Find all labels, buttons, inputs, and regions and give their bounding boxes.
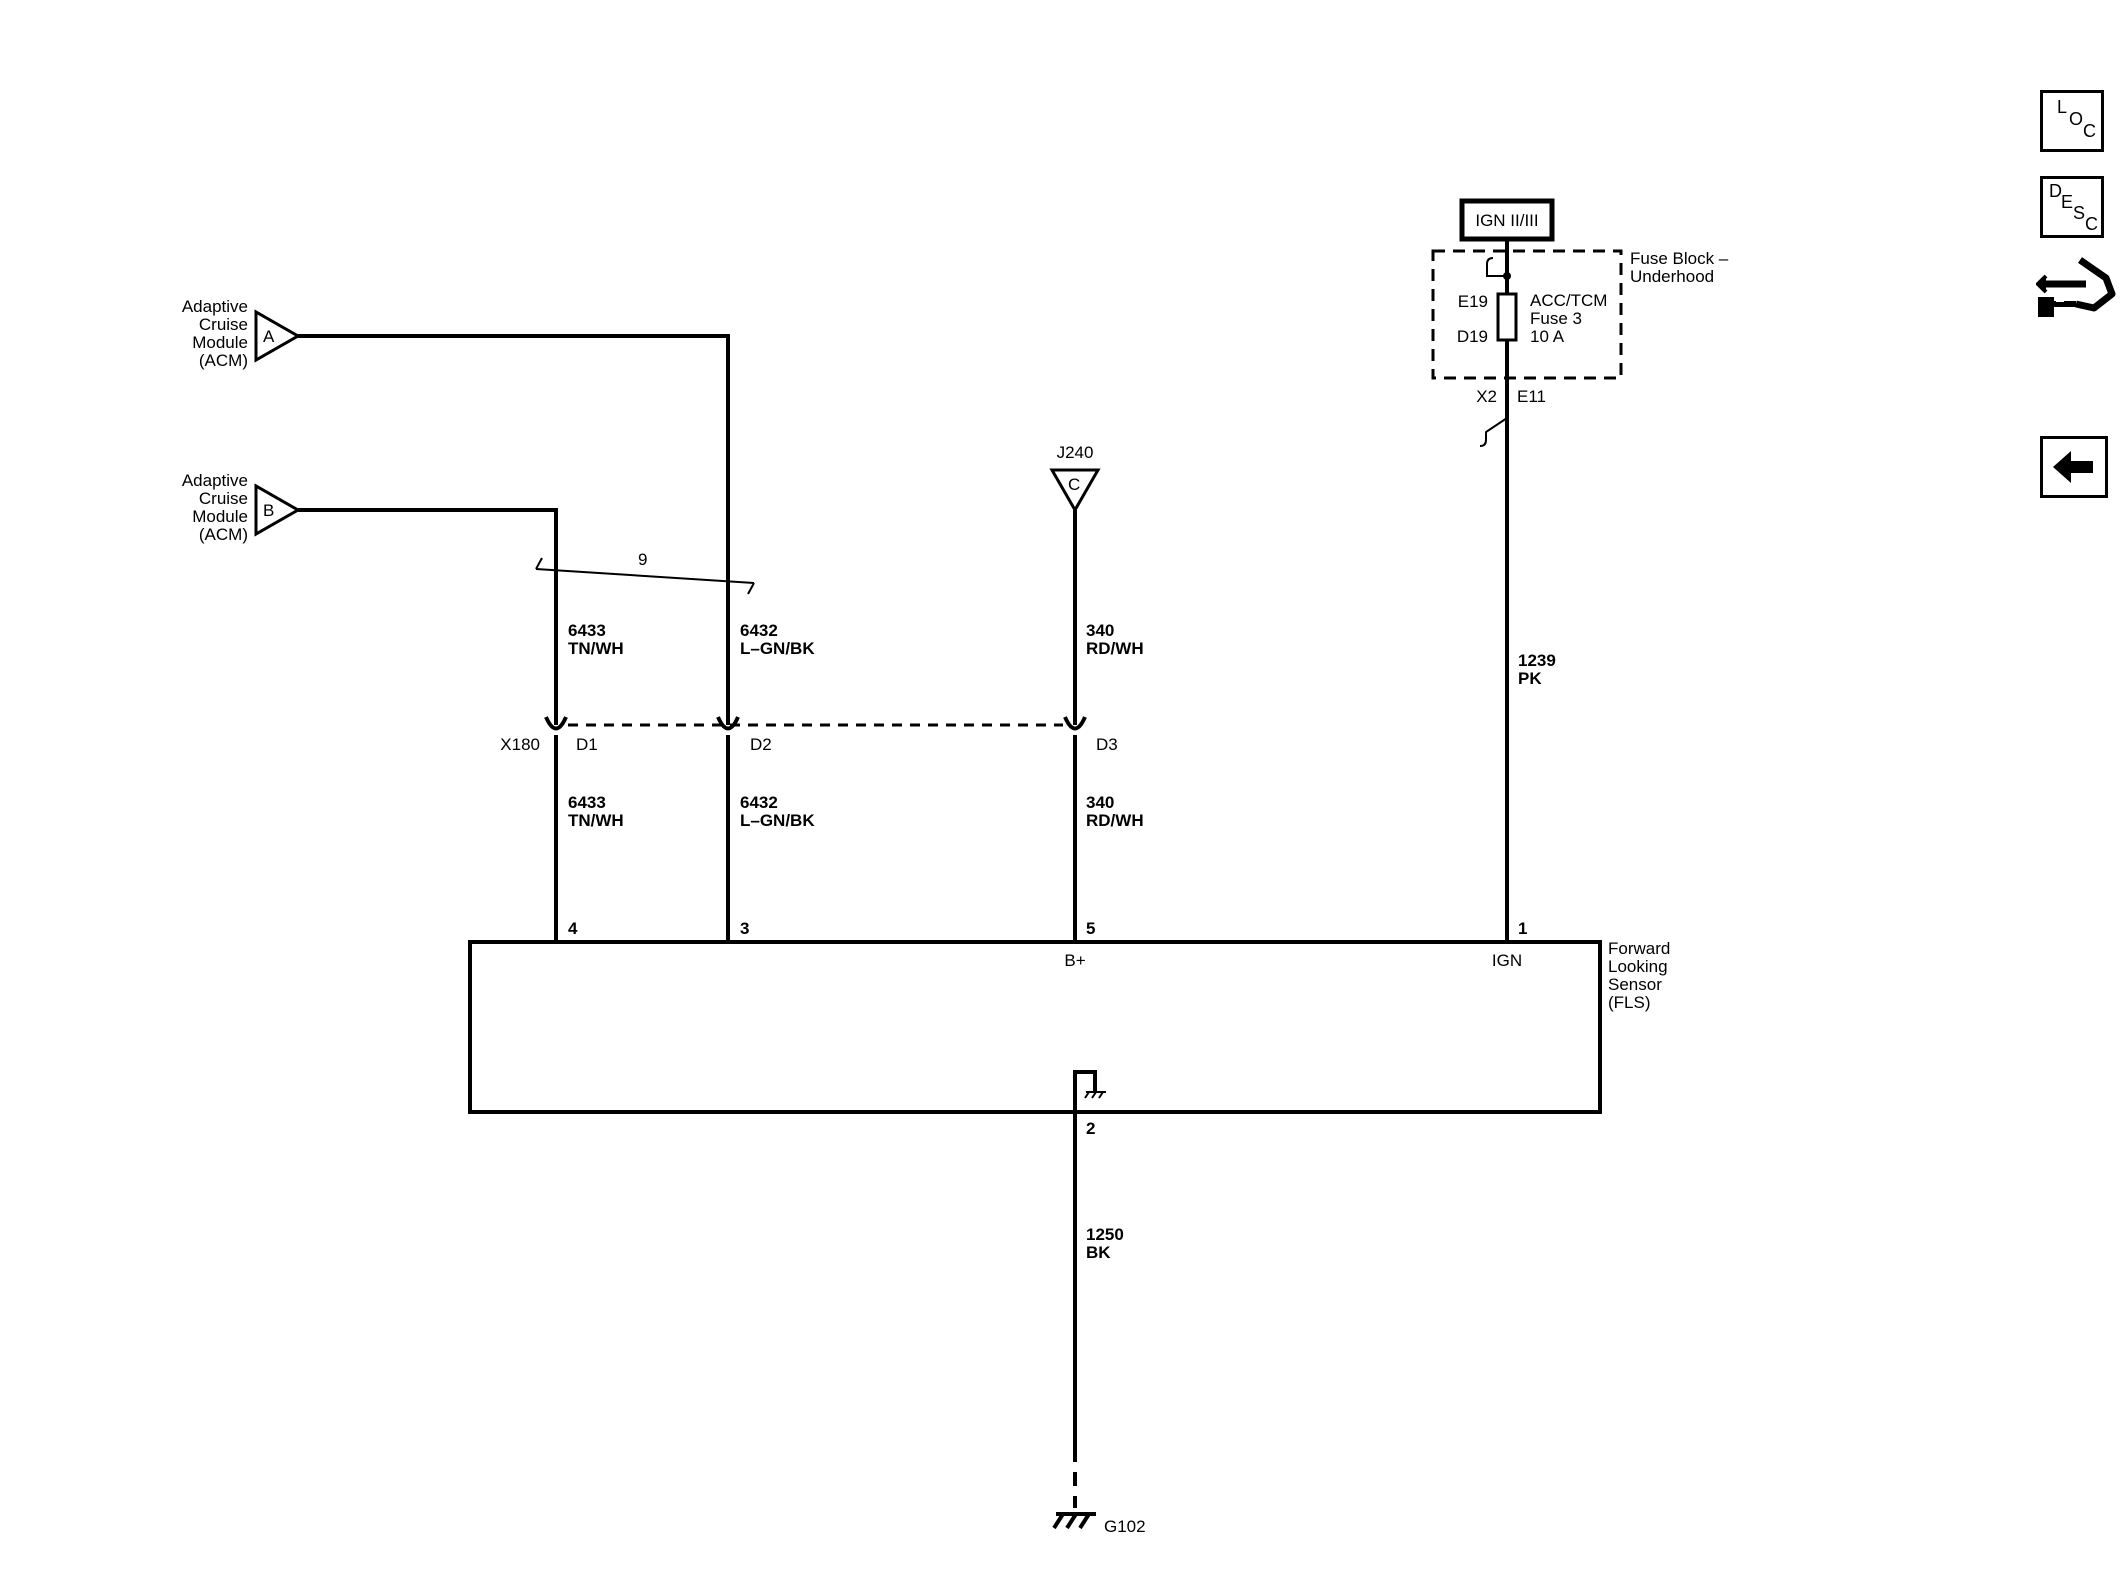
w340-bot-num: 340 xyxy=(1086,793,1114,812)
acm-b-label-2: Cruise xyxy=(199,489,248,508)
x180-pin-d3: D3 xyxy=(1096,735,1118,754)
loc-button[interactable]: L O C xyxy=(2040,90,2104,152)
fls-name-3: Sensor xyxy=(1608,975,1662,994)
fls-module-box xyxy=(468,940,1602,1114)
fuse-symbol xyxy=(1496,292,1518,342)
w1250-num: 1250 xyxy=(1086,1225,1124,1244)
w6433-top-color: TN/WH xyxy=(568,639,624,658)
ign-power-source: IGN II/III xyxy=(1459,198,1555,242)
loc-icon: L O C xyxy=(2057,97,2096,141)
w6432-bot-num: 6432 xyxy=(740,793,778,812)
w6433-top-num: 6433 xyxy=(568,621,606,640)
w1250-color: BK xyxy=(1086,1243,1111,1262)
w6433-bot-color: TN/WH xyxy=(568,811,624,830)
back-button[interactable] xyxy=(2040,436,2108,498)
acm-connector-a: Adaptive Cruise Module (ACM) A xyxy=(182,297,302,370)
acm-b-label-3: Module xyxy=(192,507,248,526)
fls-pin-1: 1 xyxy=(1518,919,1527,938)
fls-name-4: (FLS) xyxy=(1608,993,1651,1012)
fls-pin-5: 5 xyxy=(1086,919,1095,938)
w340-top-color: RD/WH xyxy=(1086,639,1144,658)
desc-letter-s: S xyxy=(2073,203,2085,223)
loc-letter-l: L xyxy=(2057,97,2067,117)
acm-b-symbol xyxy=(254,483,302,537)
w340-top-num: 340 xyxy=(1086,621,1114,640)
acm-a-symbol xyxy=(254,309,302,363)
w340-bot-color: RD/WH xyxy=(1086,811,1144,830)
g102-ground-icon: G102 xyxy=(1052,1512,1146,1536)
fls-pin-3: 3 xyxy=(740,919,749,938)
x180-pin-d2: D2 xyxy=(750,735,772,754)
g102-label: G102 xyxy=(1104,1517,1146,1536)
fls-pin-label-ign: IGN xyxy=(1492,951,1522,970)
fuse-name-3: 10 A xyxy=(1530,327,1565,346)
desc-letter-e: E xyxy=(2061,192,2073,212)
twisted-pair-marker: 9 xyxy=(535,550,755,595)
wire-6433 xyxy=(298,508,558,725)
ign-source-label: IGN II/III xyxy=(1475,211,1538,230)
x180-pin-d1: D1 xyxy=(576,735,598,754)
w6432-bot-color: L–GN/BK xyxy=(740,811,815,830)
acm-a-label-1: Adaptive xyxy=(182,297,248,316)
twisted-pair-label: 9 xyxy=(638,550,647,569)
back-arrow-icon xyxy=(2053,451,2093,483)
fuse-block-label-1: Fuse Block – xyxy=(1630,249,1729,268)
j240-label: J240 xyxy=(1057,443,1094,462)
x2-pin: E11 xyxy=(1517,387,1546,406)
fls-name-2: Looking xyxy=(1608,957,1668,976)
acm-b-label-1: Adaptive xyxy=(182,471,248,490)
w6433-bot-num: 6433 xyxy=(568,793,606,812)
j240-symbol xyxy=(1049,468,1101,514)
j240-connector: J240 C xyxy=(1049,443,1101,514)
fls-name-1: Forward xyxy=(1608,939,1670,958)
loc-letter-c: C xyxy=(2083,121,2096,141)
x180-inline-connector: X180 D1 D2 D3 xyxy=(500,716,1118,754)
fuse-name-2: Fuse 3 xyxy=(1530,309,1582,328)
fuse-out-pin: D19 xyxy=(1457,327,1488,346)
fuse-block-underhood: Fuse Block – Underhood E19 D19 ACC/TCM F… xyxy=(1431,239,1729,380)
wire-6432 xyxy=(298,334,730,725)
fuse-block-label-2: Underhood xyxy=(1630,267,1714,286)
w6432-top-num: 6432 xyxy=(740,621,778,640)
x180-label: X180 xyxy=(500,735,540,754)
acm-b-label-4: (ACM) xyxy=(199,525,248,544)
x2-label: X2 xyxy=(1476,387,1497,406)
desc-icon: D E S C xyxy=(2049,181,2098,234)
w6432-top-color: L–GN/BK xyxy=(740,639,815,658)
acm-a-pin: A xyxy=(263,327,275,346)
connector-tool-button[interactable] xyxy=(2035,254,2116,334)
fuse-name-1: ACC/TCM xyxy=(1530,291,1607,310)
fuse-block-outline xyxy=(1431,249,1623,380)
w1239-color: PK xyxy=(1518,669,1542,688)
forward-looking-sensor: Forward Looking Sensor (FLS) 4 3 5 1 B+ … xyxy=(468,919,1670,1138)
acm-a-label-2: Cruise xyxy=(199,315,248,334)
desc-button[interactable]: D E S C xyxy=(2040,176,2104,238)
acm-b-pin: B xyxy=(263,501,274,520)
ign-source-box xyxy=(1459,198,1555,242)
desc-letter-c: C xyxy=(2085,214,2098,234)
j240-pin: C xyxy=(1068,475,1080,494)
fls-pin-4: 4 xyxy=(568,919,578,938)
fls-ground-pin: 2 xyxy=(1086,1119,1095,1138)
acm-a-label-3: Module xyxy=(192,333,248,352)
desc-letter-d: D xyxy=(2049,181,2062,201)
x2-harness-connector: X2 E11 xyxy=(1476,387,1546,447)
acm-connector-b: Adaptive Cruise Module (ACM) B xyxy=(182,471,302,544)
loc-letter-o: O xyxy=(2069,109,2083,129)
fls-pin-label-bplus: B+ xyxy=(1064,951,1085,970)
acm-a-label-4: (ACM) xyxy=(199,351,248,370)
w1239-num: 1239 xyxy=(1518,651,1556,670)
connector-tool-icon xyxy=(2035,257,2116,317)
fuse-in-pin: E19 xyxy=(1458,292,1488,311)
